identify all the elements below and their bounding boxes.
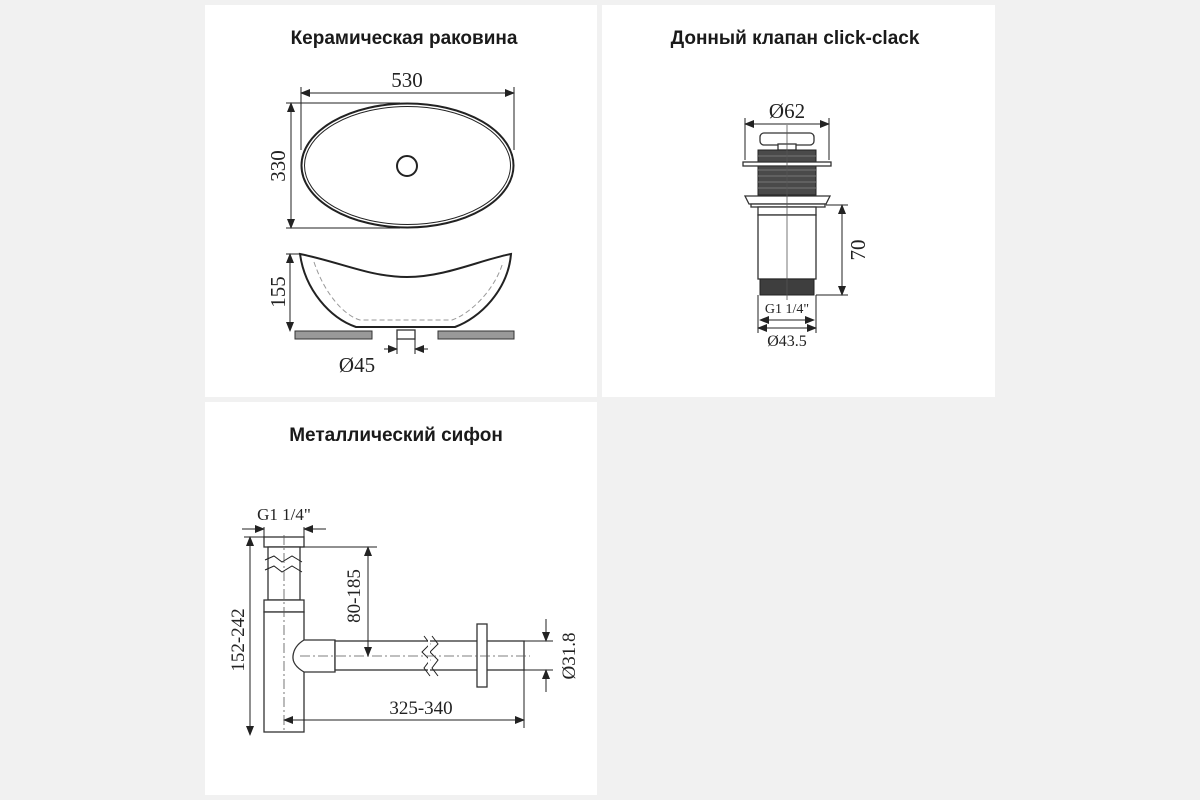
dimension-depth: 330	[266, 102, 400, 229]
sink-top-view	[300, 102, 515, 229]
panel-metal-siphon: Металлический сифон G1 1/4"	[205, 402, 597, 795]
dimension-valve-diameter: Ø62	[744, 99, 830, 160]
dimension-valve-thread: G1 1/4" Ø43.5	[757, 295, 817, 350]
svg-text:152-242: 152-242	[228, 608, 249, 671]
dimension-drain: Ø45	[339, 339, 428, 377]
svg-text:330: 330	[266, 150, 290, 182]
svg-text:G1 1/4": G1 1/4"	[765, 302, 809, 317]
panel-title: Металлический сифон	[289, 425, 503, 446]
svg-text:325-340: 325-340	[389, 698, 452, 719]
svg-text:Ø43.5: Ø43.5	[767, 333, 807, 350]
svg-text:80-185: 80-185	[344, 569, 365, 623]
drain-hole	[396, 155, 418, 177]
panel-title: Керамическая раковина	[291, 28, 518, 49]
svg-text:Ø45: Ø45	[339, 353, 375, 377]
dimension-valve-height: 70	[816, 204, 870, 296]
svg-text:G1 1/4": G1 1/4"	[257, 505, 311, 524]
svg-text:Ø31.8: Ø31.8	[559, 633, 580, 680]
dimension-siphon-drop: 80-185	[300, 546, 377, 657]
dimension-width: 530	[300, 68, 515, 150]
valve-drawing	[742, 125, 832, 300]
dimension-siphon-length: 325-340	[283, 670, 525, 728]
dimension-height: 155	[266, 253, 300, 332]
panel-ceramic-sink: Керамическая раковина 530 330	[205, 5, 597, 397]
dimension-siphon-outlet: Ø31.8	[524, 619, 580, 692]
svg-text:530: 530	[391, 68, 423, 92]
dimension-siphon-thread: G1 1/4"	[242, 505, 326, 537]
sink-side-view	[294, 252, 515, 340]
panel-click-clack-valve: Донный клапан click-clack Ø62	[602, 5, 995, 397]
svg-text:155: 155	[266, 276, 290, 308]
panel-title: Донный клапан click-clack	[671, 28, 920, 49]
svg-text:Ø62: Ø62	[769, 99, 805, 123]
svg-text:70: 70	[846, 240, 870, 261]
dimension-siphon-height: 152-242	[228, 536, 264, 736]
